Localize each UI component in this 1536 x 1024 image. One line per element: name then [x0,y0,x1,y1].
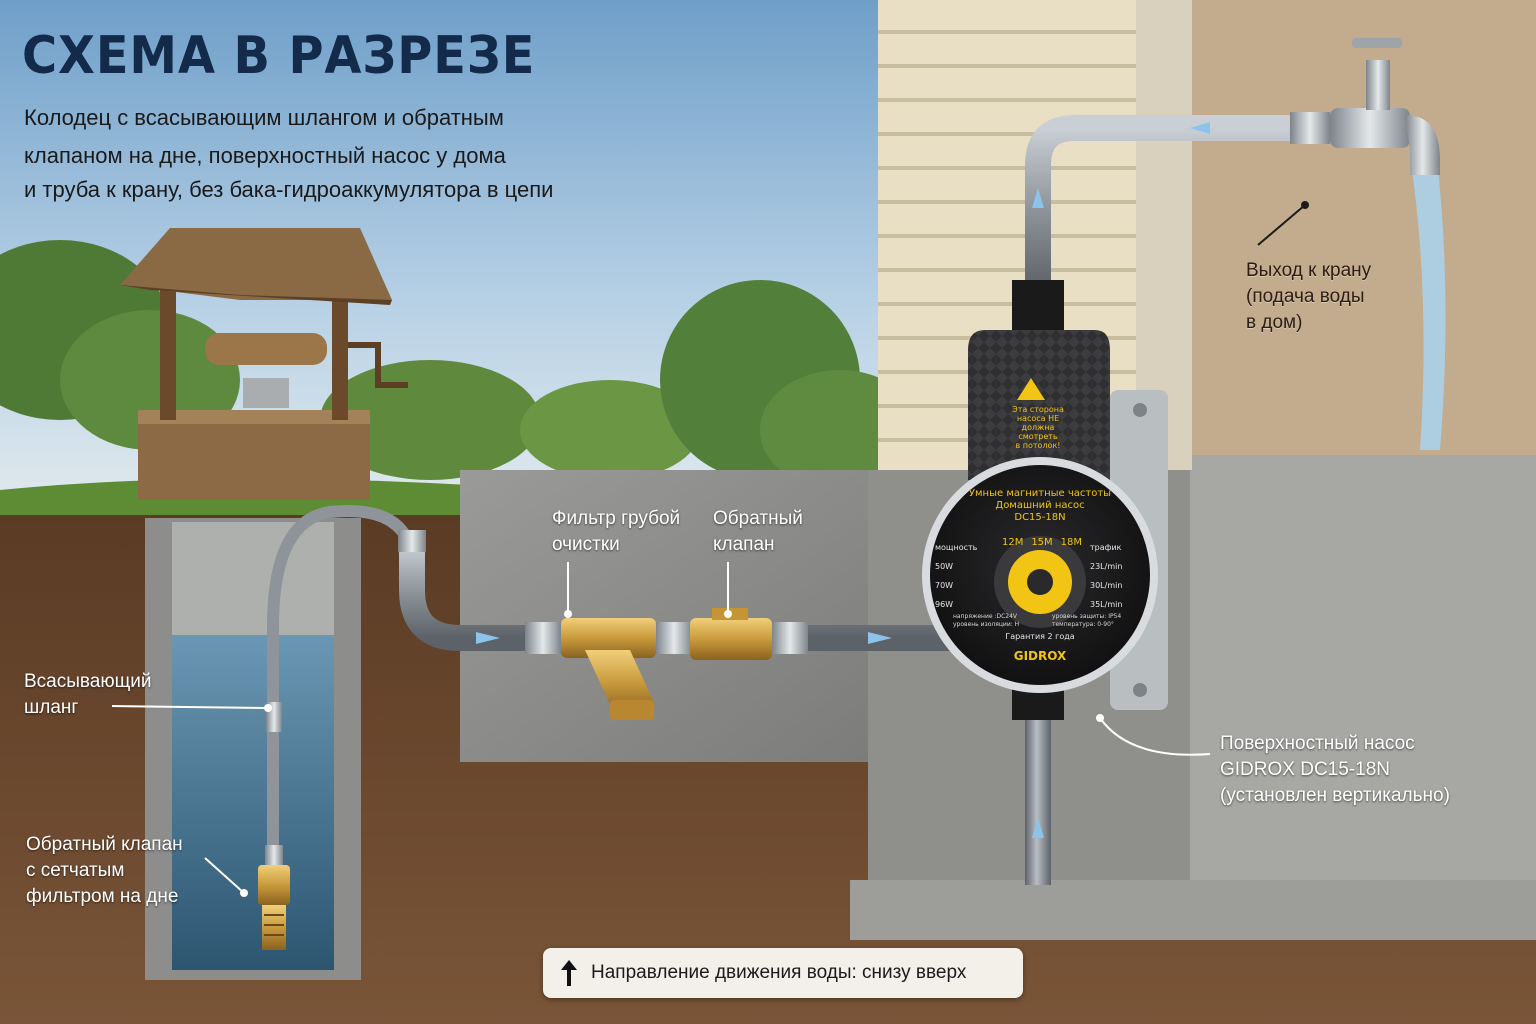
mode-label: 15M [1031,537,1053,548]
leader-lines [111,562,1211,894]
callout-foot-valve: Обратный клапан с сетчатым фильтром на д… [26,832,183,910]
faucet [1290,38,1440,175]
flow-value: 23L/min [1090,562,1123,571]
callout-pump-line-2: GIDROX DC15-18N [1220,759,1390,780]
callout-pump-line-1: Поверхностный насос [1220,733,1415,754]
pump-warranty: Гарантия 2 года [1005,632,1075,641]
concrete-slab [460,470,870,762]
pump-model: DC15-18N [1014,512,1066,523]
callout-suction-hose-line-1: Всасывающий [24,671,152,692]
callout-pump: Поверхностный насос GIDROX DC15-18N (уст… [1220,731,1450,809]
mode-label: 12M [1002,537,1024,548]
pump-power-column: мощность 50W 70W 96W [935,538,977,614]
callout-filter: Фильтр грубой очистки [552,506,680,558]
pump-spec-left: напряжение :DC24V уровень изоляции: H [953,613,1019,629]
subtitle-line-2: клапаном на дне, поверхностный насос у д… [24,143,506,168]
warning-line-1: Эта сторона [1012,405,1064,414]
outlet-leader [1257,204,1306,246]
y-strainer [525,618,692,720]
warning-line-3: должна [1021,423,1055,432]
riser-pipe [1025,720,1051,885]
spec-protection: уровень защиты: IP54 [1052,613,1122,620]
callout-outlet-line-2: (подача воды [1246,286,1365,307]
foot-valve-fitting [265,845,283,865]
callout-foot-valve-line-3: фильтром на дне [26,886,179,907]
pump-mode-labels: 12M 15M 18M [1002,537,1082,548]
pump-spec-right: уровень защиты: IP54 температура: 0-90° [1052,613,1121,629]
pump-dial-header: Умные магнитные частоты Домашний насос D… [950,488,1130,524]
callout-foot-valve-line-2: с сетчатым [26,860,125,881]
dial-header-line-2: Домашний насос [995,500,1085,511]
power-value: 50W [935,562,954,571]
pump [922,280,1168,720]
flow-label: трафик [1090,543,1122,552]
subtitle-line-1: Колодец с всасывающим шлангом и обратным [24,105,504,130]
warning-line-4: смотреть [1018,432,1058,441]
warning-line-5: в потолок! [1015,441,1061,450]
outlet-dot [1301,201,1309,209]
foot-valve [258,865,290,950]
inline-check-valve [690,608,808,660]
pump-warning-label: Эта сторона насоса НЕ должна смотреть в … [1003,405,1073,450]
callout-check-valve-line-2: клапан [713,534,775,555]
callout-foot-valve-line-1: Обратный клапан [26,834,183,855]
subtitle-line-3: и труба к крану, без бака-гидроаккумулят… [24,177,554,202]
leader-dots [240,610,1104,897]
well-water [172,635,334,970]
pump-flow-column: трафик 23L/min 30L/min 35L/min [1090,538,1122,614]
water-stream [1412,170,1446,450]
callout-filter-line-2: очистки [552,534,620,555]
footing [850,880,1536,940]
interior-wall [1192,0,1536,455]
callout-check-valve: Обратный клапан [713,506,803,558]
power-value: 70W [935,581,954,590]
supply-pipe [399,545,955,651]
flow-arrows [476,122,1210,838]
spec-temperature: температура: 0-90° [1052,621,1114,628]
hose-fitting [398,530,426,552]
callout-outlet: Выход к крану (подача воды в дом) [1246,258,1371,336]
callout-check-valve-line-1: Обратный [713,508,803,529]
arrow-up-icon [561,960,577,986]
spec-voltage: напряжение :DC24V [953,613,1018,620]
callout-suction-hose: Всасывающий шланг [24,669,151,721]
callout-outlet-line-1: Выход к крану [1246,260,1372,281]
flow-value: 30L/min [1090,581,1123,590]
flow-value: 35L/min [1090,600,1123,609]
callout-suction-hose-line-2: шланг [24,697,79,718]
page-title: СХЕМА В РАЗРЕЗЕ [22,26,536,86]
flow-direction-legend: Направление движения воды: снизу вверх [543,948,1023,998]
warning-line-2: насоса НЕ [1016,414,1060,423]
suction-hose [267,505,416,850]
callout-pump-line-3: (установлен вертикально) [1220,785,1450,806]
dial-header-line-1: Умные магнитные частоты [968,488,1112,499]
wellhouse [120,228,408,500]
pump-brand: GIDROX [1013,649,1067,663]
foundation-inner [1190,455,1536,895]
callout-outlet-line-3: в дом) [1246,312,1303,333]
callout-filter-line-1: Фильтр грубой [552,508,681,529]
spec-insulation: уровень изоляции: H [953,621,1020,628]
outlet-pipe [1025,115,1295,290]
power-label: мощность [935,543,978,552]
power-value: 96W [935,600,954,609]
legend-text: Направление движения воды: снизу вверх [591,962,967,983]
mode-label: 18M [1060,537,1082,548]
